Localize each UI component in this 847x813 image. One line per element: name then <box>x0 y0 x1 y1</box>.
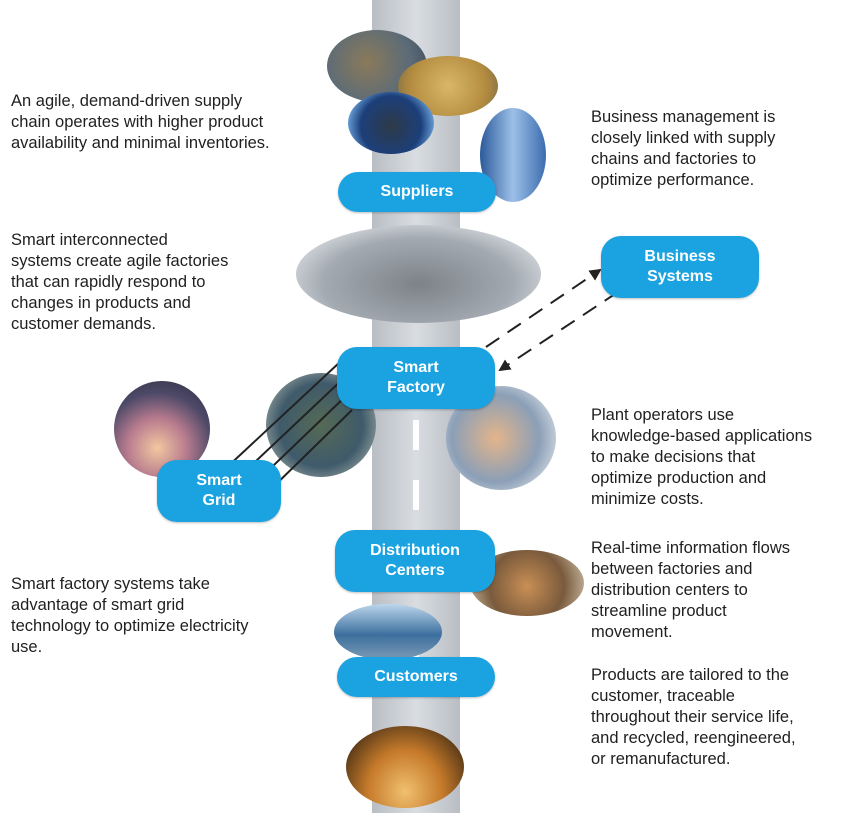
customers-node: Customers <box>337 657 495 697</box>
customers-label: Customers <box>374 668 458 685</box>
smart-grid-label-line1: Smart <box>196 472 242 489</box>
smart-factory-label-line2: Factory <box>387 379 445 396</box>
interconnected-systems-caption: Smart interconnected systems create agil… <box>11 231 229 333</box>
distribution-centers-node: Distribution Centers <box>335 530 495 592</box>
suppliers-node: Suppliers <box>338 172 496 212</box>
smart-grid-node: Smart Grid <box>157 460 281 522</box>
building-photo-icon <box>334 604 442 660</box>
distribution-centers-label-line2: Centers <box>385 562 445 579</box>
suppliers-label: Suppliers <box>380 183 454 200</box>
realtime-information-caption: Real-time information flows between fact… <box>591 539 790 641</box>
smart-grid-caption: Smart factory systems take advantage of … <box>11 575 249 656</box>
supply-chain-caption: An agile, demand-driven supply chain ope… <box>11 92 270 152</box>
control-tower-photo-icon <box>348 92 434 154</box>
business-systems-label-line1: Business <box>644 248 716 265</box>
smart-factory-node: Smart Factory <box>337 347 495 409</box>
dashed-arrow-to-business-systems <box>485 268 602 348</box>
plant-operators-caption: Plant operators use knowledge-based appl… <box>591 406 813 508</box>
business-systems-node: Business Systems <box>601 236 759 298</box>
road-dash <box>413 480 419 510</box>
smart-grid-label-line2: Grid <box>202 492 236 509</box>
refinery-photo-icon <box>296 225 541 323</box>
dashed-arrow-to-smart-factory <box>498 291 619 372</box>
grid-connector-line <box>223 361 341 471</box>
road-dash <box>413 420 419 450</box>
products-caption: Products are tailored to the customer, t… <box>591 666 796 768</box>
distribution-centers-label-line1: Distribution <box>370 542 460 559</box>
smart-factory-label-line1: Smart <box>393 359 439 376</box>
business-systems-label-line2: Systems <box>647 268 713 285</box>
business-management-caption: Business management is closely linked wi… <box>591 108 776 189</box>
people-photo-icon <box>346 726 464 808</box>
